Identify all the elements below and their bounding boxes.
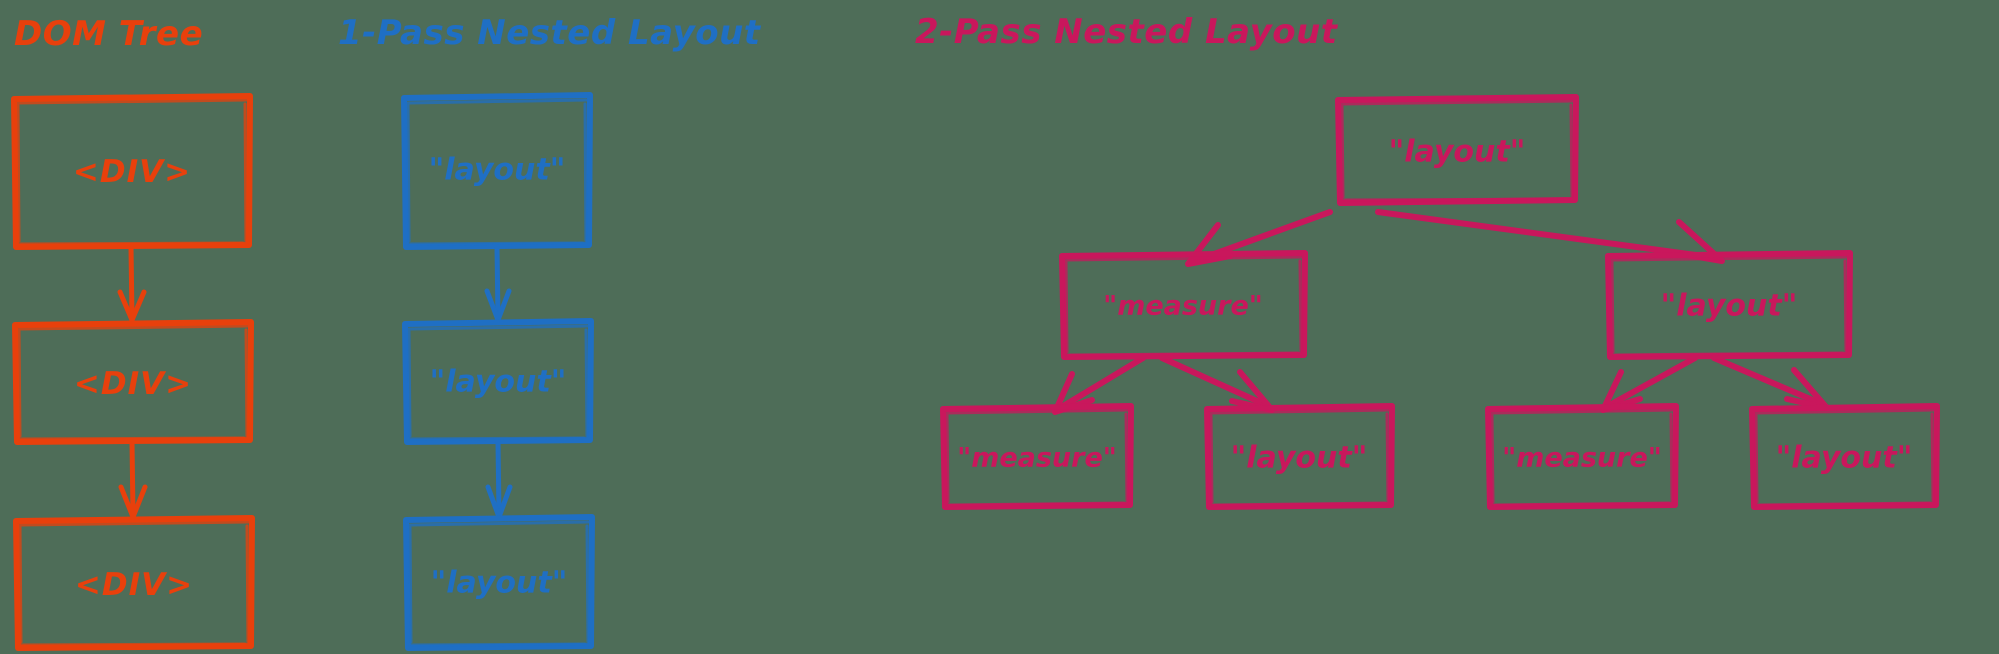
onepass-node-box-2 — [402, 318, 594, 445]
dom-node-box-3 — [13, 515, 255, 651]
twopass-node-label-l3-3: "measure" — [1502, 442, 1662, 474]
two-pass-group — [940, 94, 1940, 510]
twopass-node-box-root — [1335, 94, 1579, 206]
dom-node-label-3: <DIV> — [74, 567, 194, 603]
twopass-arrow-left-gc2 — [1159, 355, 1275, 413]
heading-1-pass-nested-layout: 1-Pass Nested Layout — [338, 13, 761, 53]
heading-dom-tree: DOM Tree — [14, 14, 204, 54]
heading-2-pass-nested-layout: 2-Pass Nested Layout — [915, 12, 1338, 52]
onepass-node-label-2: "layout" — [429, 364, 567, 400]
dom-node-label-1: <DIV> — [72, 154, 192, 190]
twopass-node-box-l3-1 — [940, 403, 1134, 510]
twopass-node-box-l2-left — [1059, 250, 1308, 360]
dom-node-box-1 — [11, 93, 253, 250]
one-pass-group — [401, 92, 595, 651]
onepass-arrow-1 — [484, 244, 512, 323]
dom-arrow-2 — [118, 439, 148, 520]
twopass-node-box-l3-4 — [1749, 403, 1940, 510]
twopass-arrow-right-gc3 — [1600, 355, 1698, 413]
dom-arrow-1 — [117, 244, 147, 323]
dom-node-label-2: <DIV> — [73, 366, 193, 402]
twopass-node-box-l3-3 — [1485, 403, 1679, 510]
twopass-node-box-l2-right — [1605, 250, 1853, 360]
onepass-node-label-3: "layout" — [430, 565, 568, 601]
dom-node-box-2 — [12, 319, 254, 445]
twopass-node-label-l2-right: "layout" — [1660, 288, 1798, 324]
twopass-node-label-l3-2: "layout" — [1230, 440, 1368, 476]
onepass-node-box-1 — [401, 92, 593, 250]
twopass-node-box-l3-2 — [1204, 403, 1395, 510]
onepass-node-box-3 — [403, 514, 595, 651]
twopass-node-label-l3-1: "measure" — [957, 442, 1117, 474]
twopass-node-label-l2-left: "measure" — [1103, 290, 1263, 322]
twopass-node-label-root: "layout" — [1388, 134, 1526, 170]
onepass-node-label-1: "layout" — [428, 152, 566, 188]
twopass-arrow-right-gc4 — [1711, 355, 1830, 411]
twopass-node-label-l3-4: "layout" — [1775, 440, 1913, 476]
dom-tree-group — [11, 93, 255, 651]
onepass-arrow-2 — [485, 439, 513, 520]
